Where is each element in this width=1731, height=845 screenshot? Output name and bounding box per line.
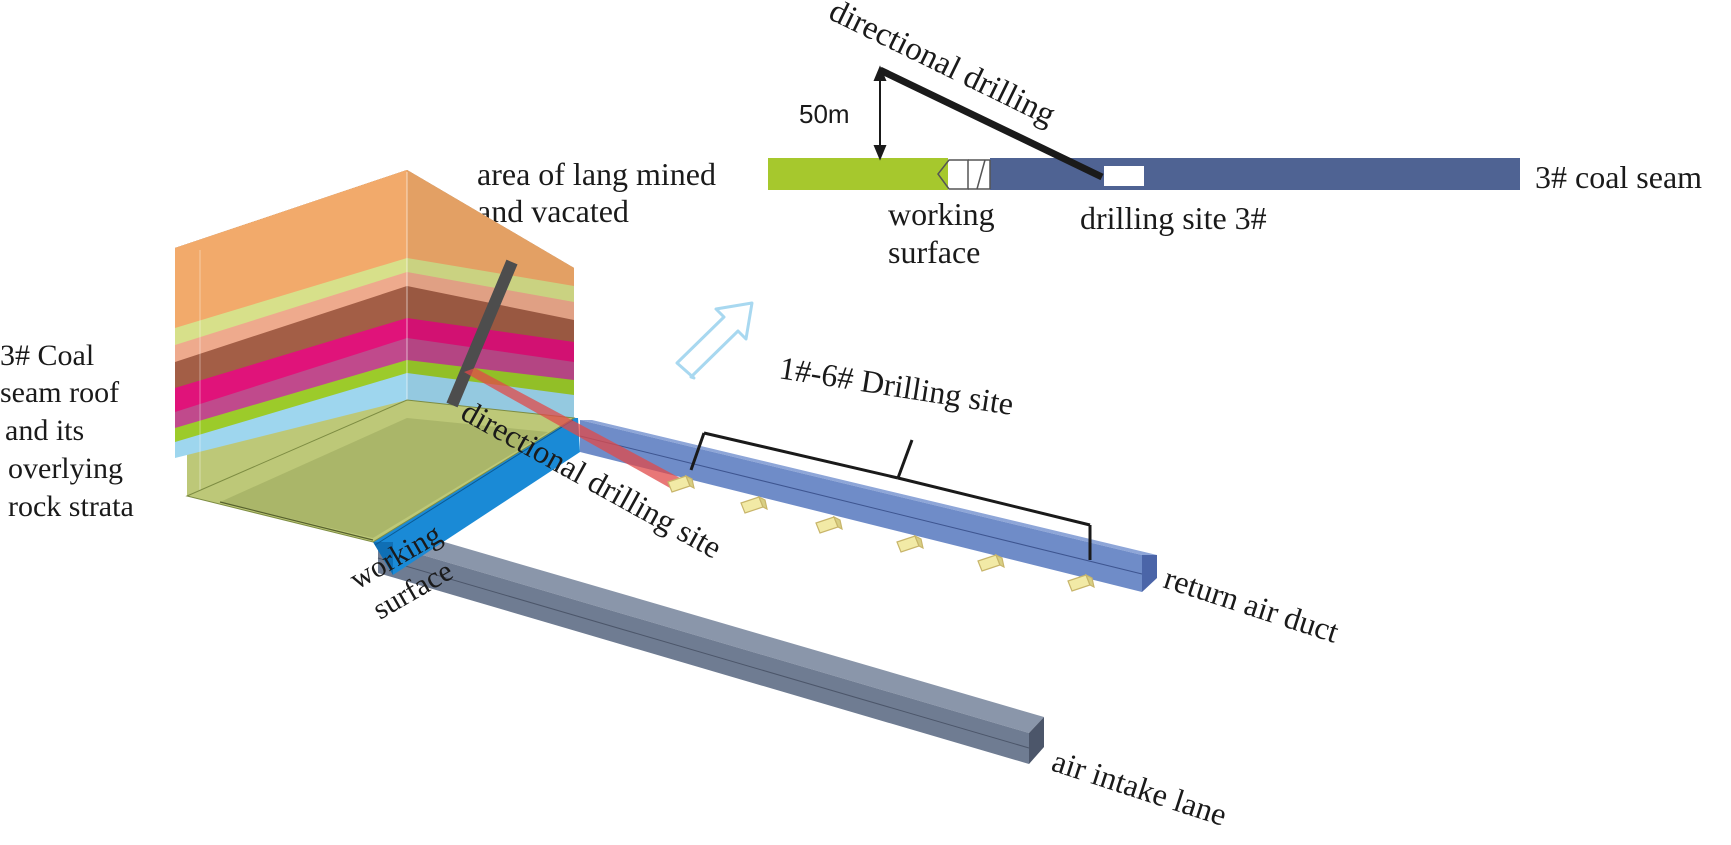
label-area-mined-2: and vacated [477,193,629,229]
drilling-site-2 [740,495,768,514]
label-drilling-site-3: drilling site 3# [1080,200,1267,236]
return-air-duct [579,420,1157,592]
label-strata-4: overlying [8,452,123,485]
label-directional-drilling-top: directional drilling [823,0,1060,133]
drilling-site-4 [896,534,924,553]
label-air-intake-lane: air intake lane [1048,742,1231,832]
label-strata-3: and its [5,414,84,447]
drilling-sites-bracket [689,431,1092,560]
label-return-air-duct: return air duct [1160,559,1344,649]
label-strata-5: rock strata [8,490,134,523]
drilling-site-5 [977,553,1005,572]
label-drilling-sites-1-6: 1#-6# Drilling site [777,349,1016,422]
drilling-site-3-box [1104,166,1144,186]
label-strata-2: seam roof [0,376,119,409]
drilling-site-3 [815,515,843,534]
working-face-3d [373,418,580,575]
section-view: directional drilling 50m area of lang mi… [477,0,1702,270]
mined-floor-shadow [220,418,548,538]
directional-drilling-line [878,66,1104,181]
label-working-surface-top-2: surface [888,234,980,270]
drilling-site-6 [1067,573,1095,592]
label-working-surface-top-1: working [888,196,995,232]
label-area-mined-1: area of lang mined [477,156,716,192]
drilling-trajectory [464,368,680,488]
strata-layer-orange [175,170,574,328]
drilling-site-1 [667,474,695,493]
drill-pipe [446,259,518,408]
height-dimension-arrow [873,65,887,161]
label-strata-1: 3# Coal [0,339,94,372]
strata-front-shade [407,170,574,418]
air-intake-lane [377,527,1044,764]
drilling-sites [667,474,1095,592]
label-coal-seam-3: 3# coal seam [1535,159,1702,195]
label-50m: 50m [799,99,850,129]
working-face-symbol [937,159,991,190]
direction-arrow-icon [675,301,754,380]
gob-area-bar [768,158,948,190]
